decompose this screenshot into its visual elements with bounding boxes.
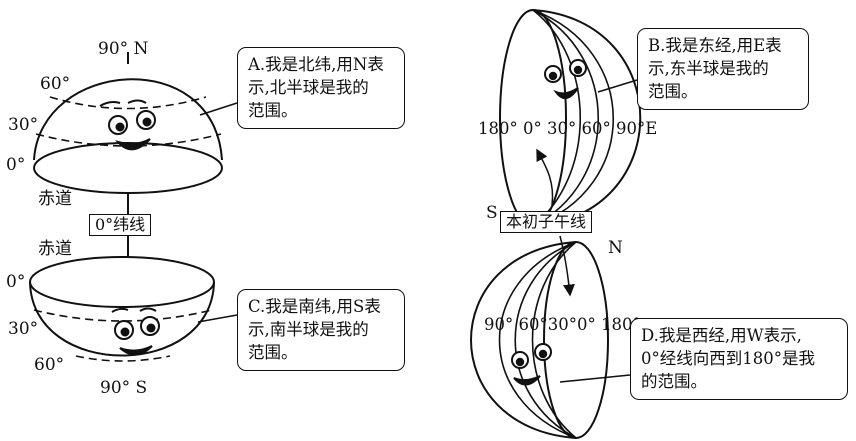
east-longitude-labels: 180° 0° 30° 60° 90°E	[478, 119, 658, 138]
latitude-0-label: 0°	[6, 155, 26, 175]
callout-line: D.我是西经,用W表示,	[641, 326, 802, 345]
callout-line: 范围。	[248, 100, 298, 120]
western-hemisphere	[470, 241, 609, 439]
west-longitude-labels: 90° 60°30°0° 180°	[484, 315, 641, 334]
callout-line: A.我是北纬,用N表	[248, 55, 384, 74]
prime-meridian-tag: 本初子午线	[500, 211, 593, 233]
callout-line: 的范围。	[641, 371, 707, 391]
eastern-hemisphere	[499, 9, 642, 227]
callout-west-longitude: D.我是西经,用W表示, 0°经线向西到180°是我 的范围。	[630, 318, 848, 401]
callout-line: 范围。	[248, 342, 298, 362]
callout-connectors-right	[559, 79, 638, 383]
north-face	[99, 99, 156, 151]
prime-meridian-arrows	[536, 148, 575, 297]
callout-line: 示,东半球是我的	[648, 58, 769, 78]
callout-east-longitude: B.我是东经,用E表 示,东半球是我的 范围。	[637, 28, 809, 111]
equator-label-north: 赤道	[38, 189, 72, 209]
south-face	[111, 307, 160, 356]
zero-latitude-tag: 0°纬线	[89, 214, 152, 236]
south-pole-label: 90° S	[100, 378, 148, 398]
west-face	[511, 343, 552, 386]
equator-label-south: 赤道	[38, 239, 72, 259]
callout-north-latitude: A.我是北纬,用N表 示,北半球是我的 范围。	[237, 47, 405, 130]
callout-line: C.我是南纬,用S表	[248, 297, 381, 316]
callout-line: B.我是东经,用E表	[648, 36, 782, 55]
callout-connectors-left	[197, 102, 238, 323]
callout-line: 范围。	[648, 81, 698, 101]
south-pole-label-east: S	[486, 203, 498, 223]
southern-hemisphere-bowl	[29, 256, 215, 362]
north-pole-label-west: N	[608, 238, 623, 258]
callout-south-latitude: C.我是南纬,用S表 示,南半球是我的 范围。	[237, 289, 405, 372]
latitude-30-label: 30°	[8, 115, 39, 135]
callout-line: 示,南半球是我的	[248, 319, 369, 339]
callout-line: 示,北半球是我的	[248, 77, 369, 97]
callout-line: 0°经线向西到180°是我	[641, 348, 815, 368]
north-pole-label: 90° N	[98, 39, 149, 59]
latitude-60-label: 60°	[40, 74, 71, 94]
latitude-30-label: 30°	[8, 319, 39, 339]
northern-hemisphere-dome	[33, 78, 223, 194]
latitude-0-label: 0°	[6, 272, 26, 292]
latitude-60-label: 60°	[34, 355, 65, 375]
east-face	[544, 59, 587, 99]
